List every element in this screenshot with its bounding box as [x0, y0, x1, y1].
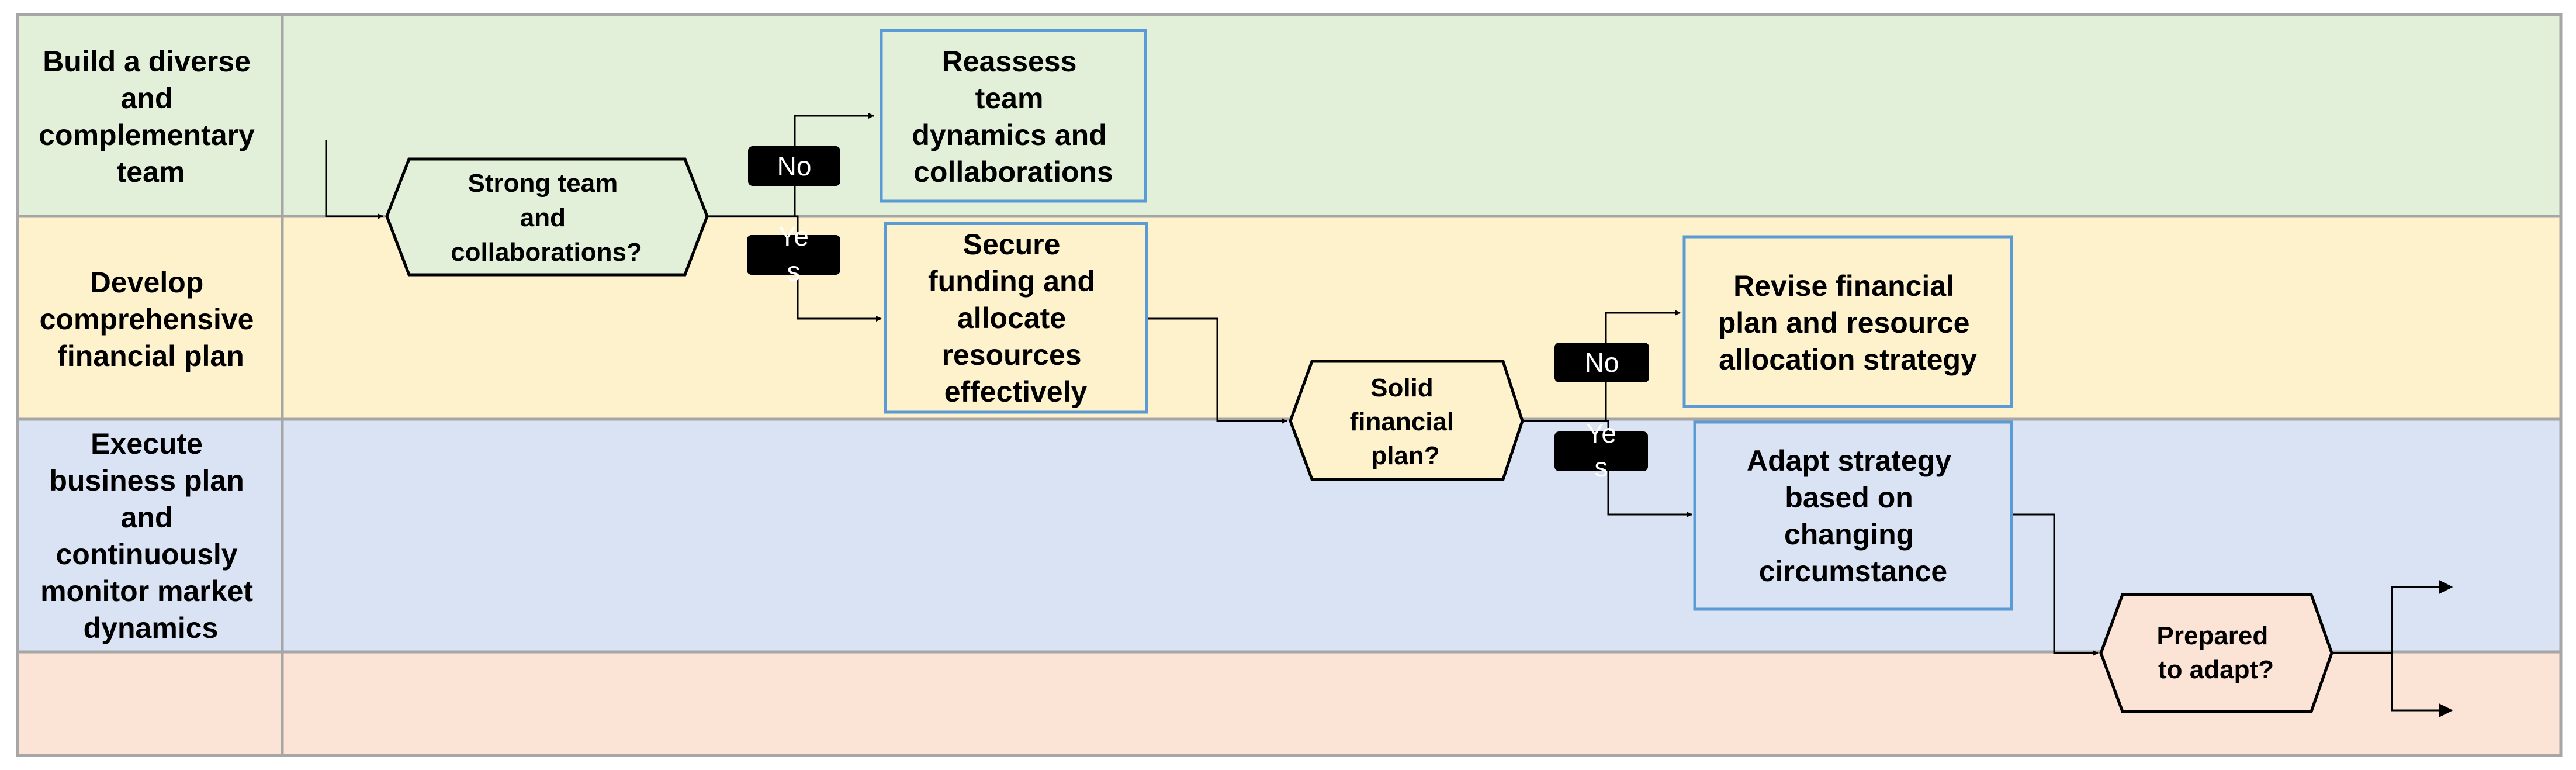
svg-text:s: s	[1595, 452, 1608, 482]
process-reassess-text: Reassess team dynamics and collaboration…	[912, 45, 1114, 188]
svg-text:Ye: Ye	[778, 221, 809, 251]
process-revise-text: Revise financial plan and resource alloc…	[1718, 270, 1978, 376]
branch-label-financial-no: No	[1554, 343, 1649, 382]
connector-adapt-upper-exit	[2332, 580, 2453, 654]
connector-secure-to-financial-decision	[1147, 317, 1287, 424]
decision-prepared-to-adapt: Prepared to adapt?	[2099, 593, 2333, 713]
decision-adapt-text: Prepared to adapt?	[2157, 621, 2276, 684]
process-strategy-text: Adapt strategy based on changing circums…	[1747, 444, 1959, 588]
decision-financial-plan: Solid financial plan?	[1289, 360, 1524, 481]
svg-text:s: s	[787, 256, 801, 286]
lane-label-financial: Develop comprehensive financial plan	[40, 266, 262, 372]
branch-label-financial-yes: Ye s	[1554, 418, 1648, 482]
decision-team-text: Strong team and collaborations?	[451, 169, 642, 267]
process-revise-financial-plan: Revise financial plan and resource alloc…	[1682, 235, 2013, 408]
connector-strategy-to-adapt-decision	[2011, 513, 2099, 656]
lane-label-team: Build a diverse and complementary team	[39, 45, 263, 188]
svg-text:No: No	[1585, 347, 1619, 378]
svg-text:No: No	[777, 151, 812, 181]
branch-label-team-no: No	[748, 146, 840, 186]
svg-text:Ye: Ye	[1586, 418, 1616, 448]
connector-adapt-lower-exit	[2391, 653, 2453, 717]
connector-start-to-team-decision	[325, 140, 383, 219]
decision-financial-text: Solid financial plan?	[1350, 374, 1462, 470]
process-secure-funding: Secure funding and allocate resources ef…	[884, 222, 1148, 414]
process-adapt-strategy: Adapt strategy based on changing circums…	[1693, 420, 2013, 611]
branch-label-team-yes: Ye s	[747, 221, 840, 286]
lane-label-execute: Execute business plan and continuously m…	[40, 427, 261, 644]
decision-team-collaboration: Strong team and collaborations?	[385, 157, 709, 277]
process-secure-text: Secure funding and allocate resources ef…	[928, 228, 1103, 408]
process-reassess-team: Reassess team dynamics and collaboration…	[880, 29, 1147, 203]
